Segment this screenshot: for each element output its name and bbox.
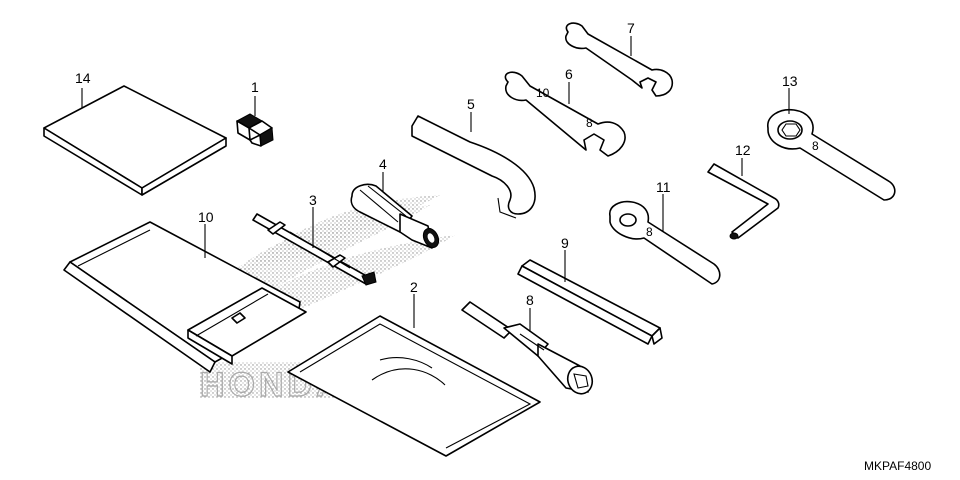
fuse-cap[interactable]: [235, 113, 274, 147]
owners-manual[interactable]: [43, 85, 227, 196]
callout-7: 7: [627, 20, 635, 36]
callout-6: 6: [565, 66, 573, 82]
callout-3: 3: [309, 192, 317, 208]
document-envelope[interactable]: [287, 315, 541, 457]
box-end-wrench-large[interactable]: 8: [767, 108, 896, 201]
callout-9: 9: [561, 235, 569, 251]
hex-key[interactable]: [707, 163, 780, 240]
tool-bag[interactable]: [63, 221, 307, 373]
callout-4: 4: [379, 156, 387, 172]
open-end-wrench-large[interactable]: 10 8: [504, 71, 626, 157]
svg-text:8: 8: [646, 225, 653, 239]
wrench-handle-bar[interactable]: [517, 259, 663, 345]
callout-12: 12: [735, 142, 751, 158]
screwdriver-extension[interactable]: [252, 213, 377, 286]
svg-text:8: 8: [812, 139, 819, 153]
callout-14: 14: [75, 70, 91, 86]
socket-wrench[interactable]: [461, 301, 596, 397]
callouts: 14 1 2 3 4 5 6 7 8 9 10 11 12 13: [75, 20, 798, 308]
pin-spanner-wrench[interactable]: [411, 115, 536, 219]
callout-1: 1: [251, 79, 259, 95]
callout-11: 11: [656, 179, 671, 195]
callout-10: 10: [198, 209, 214, 225]
open-end-wrench-small[interactable]: [565, 22, 674, 97]
callout-5: 5: [467, 96, 475, 112]
callout-8: 8: [526, 292, 534, 308]
callout-2: 2: [410, 279, 418, 295]
screwdriver-handle[interactable]: [350, 183, 441, 250]
svg-text:10: 10: [536, 86, 550, 100]
svg-text:8: 8: [586, 116, 593, 130]
part-code: MKPAF4800: [864, 459, 931, 473]
leader-lines: [81, 36, 790, 332]
callout-13: 13: [782, 73, 798, 89]
box-end-wrench-small[interactable]: 8: [609, 200, 721, 285]
